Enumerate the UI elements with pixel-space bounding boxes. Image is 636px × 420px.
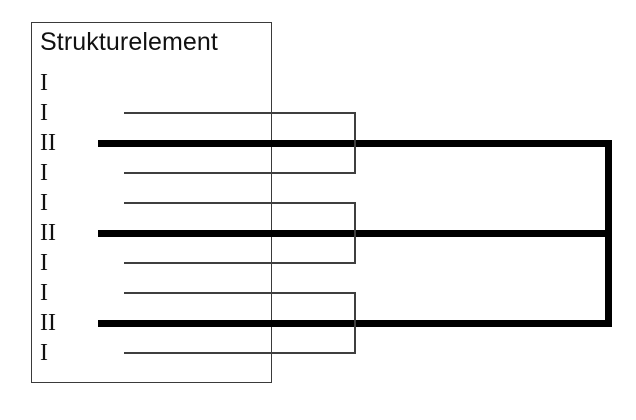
row-label-9: II — [40, 310, 56, 336]
connector-line-10-thin — [124, 352, 356, 354]
thin-bracket-3 — [354, 293, 356, 353]
row-label-10: I — [40, 340, 48, 366]
connector-line-3-thick — [98, 139, 608, 147]
thin-bracket-1 — [354, 113, 356, 173]
connector-line-4-thin — [124, 172, 356, 174]
connector-line-2-thin — [124, 112, 356, 114]
row-label-6: II — [40, 220, 56, 246]
row-label-2: I — [40, 100, 48, 126]
row-label-7: I — [40, 250, 48, 276]
row-label-1: I — [40, 70, 48, 96]
thin-bracket-2 — [354, 203, 356, 263]
connector-line-7-thin — [124, 262, 356, 264]
row-label-8: I — [40, 280, 48, 306]
connector-line-5-thin — [124, 202, 356, 204]
connector-line-6-thick — [98, 229, 608, 237]
row-label-3: II — [40, 130, 56, 156]
thick-bracket — [604, 139, 612, 327]
connector-line-9-thick — [98, 319, 608, 327]
connector-line-8-thin — [124, 292, 356, 294]
page-title: Strukturelement — [40, 28, 218, 56]
row-label-5: I — [40, 190, 48, 216]
row-label-4: I — [40, 160, 48, 186]
